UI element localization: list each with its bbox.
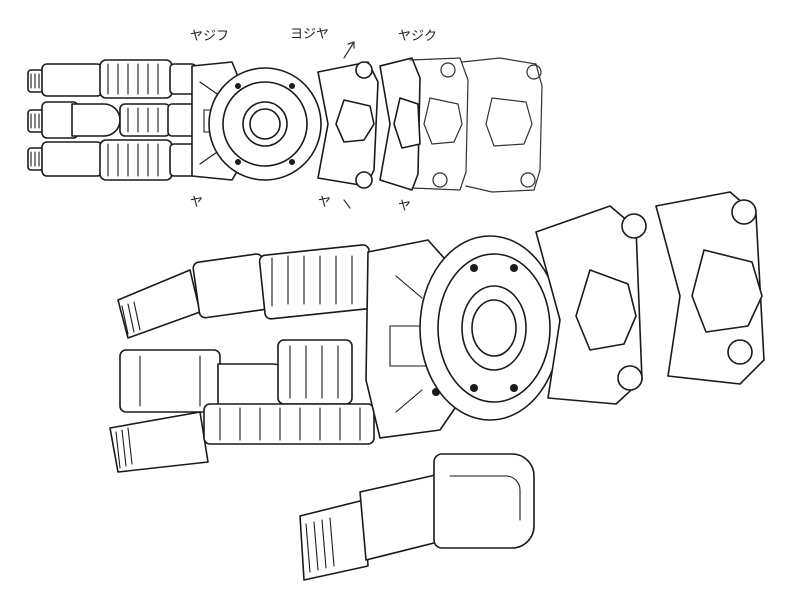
annotation-top-mid: ヨジヤ — [290, 27, 329, 42]
small-wrist-wheel — [208, 67, 322, 181]
small-forearm-segment-1 — [317, 61, 379, 189]
large-finger-top — [117, 244, 376, 339]
large-finger-bottom — [109, 403, 375, 473]
small-forearm-segment-2 — [379, 57, 421, 191]
large-forearm-segment-2 — [655, 191, 765, 385]
small-forearm-ghost-2 — [461, 57, 543, 193]
check-mark — [343, 199, 351, 209]
large-wrist-wheel — [419, 235, 561, 421]
large-hand-assembly — [109, 191, 765, 473]
large-finger-middle — [119, 339, 353, 413]
annotation-bottom-right: ヤ — [398, 199, 411, 214]
small-finger-middle — [27, 101, 197, 139]
large-forearm-segment-1 — [535, 205, 647, 405]
annotation-bottom-mid: ヤ — [318, 195, 331, 210]
annotation-top-right: ヤジク — [398, 29, 437, 44]
annotation-top-left: ヤジフ — [190, 29, 229, 44]
small-hand-assembly — [27, 57, 543, 193]
detached-finger-part — [299, 453, 535, 581]
small-finger-top — [27, 59, 197, 99]
small-forearm-ghost-1 — [409, 57, 469, 191]
small-finger-bottom — [27, 139, 197, 181]
arrow-mark — [343, 41, 355, 59]
annotation-bottom-left: ヤ — [190, 195, 203, 210]
